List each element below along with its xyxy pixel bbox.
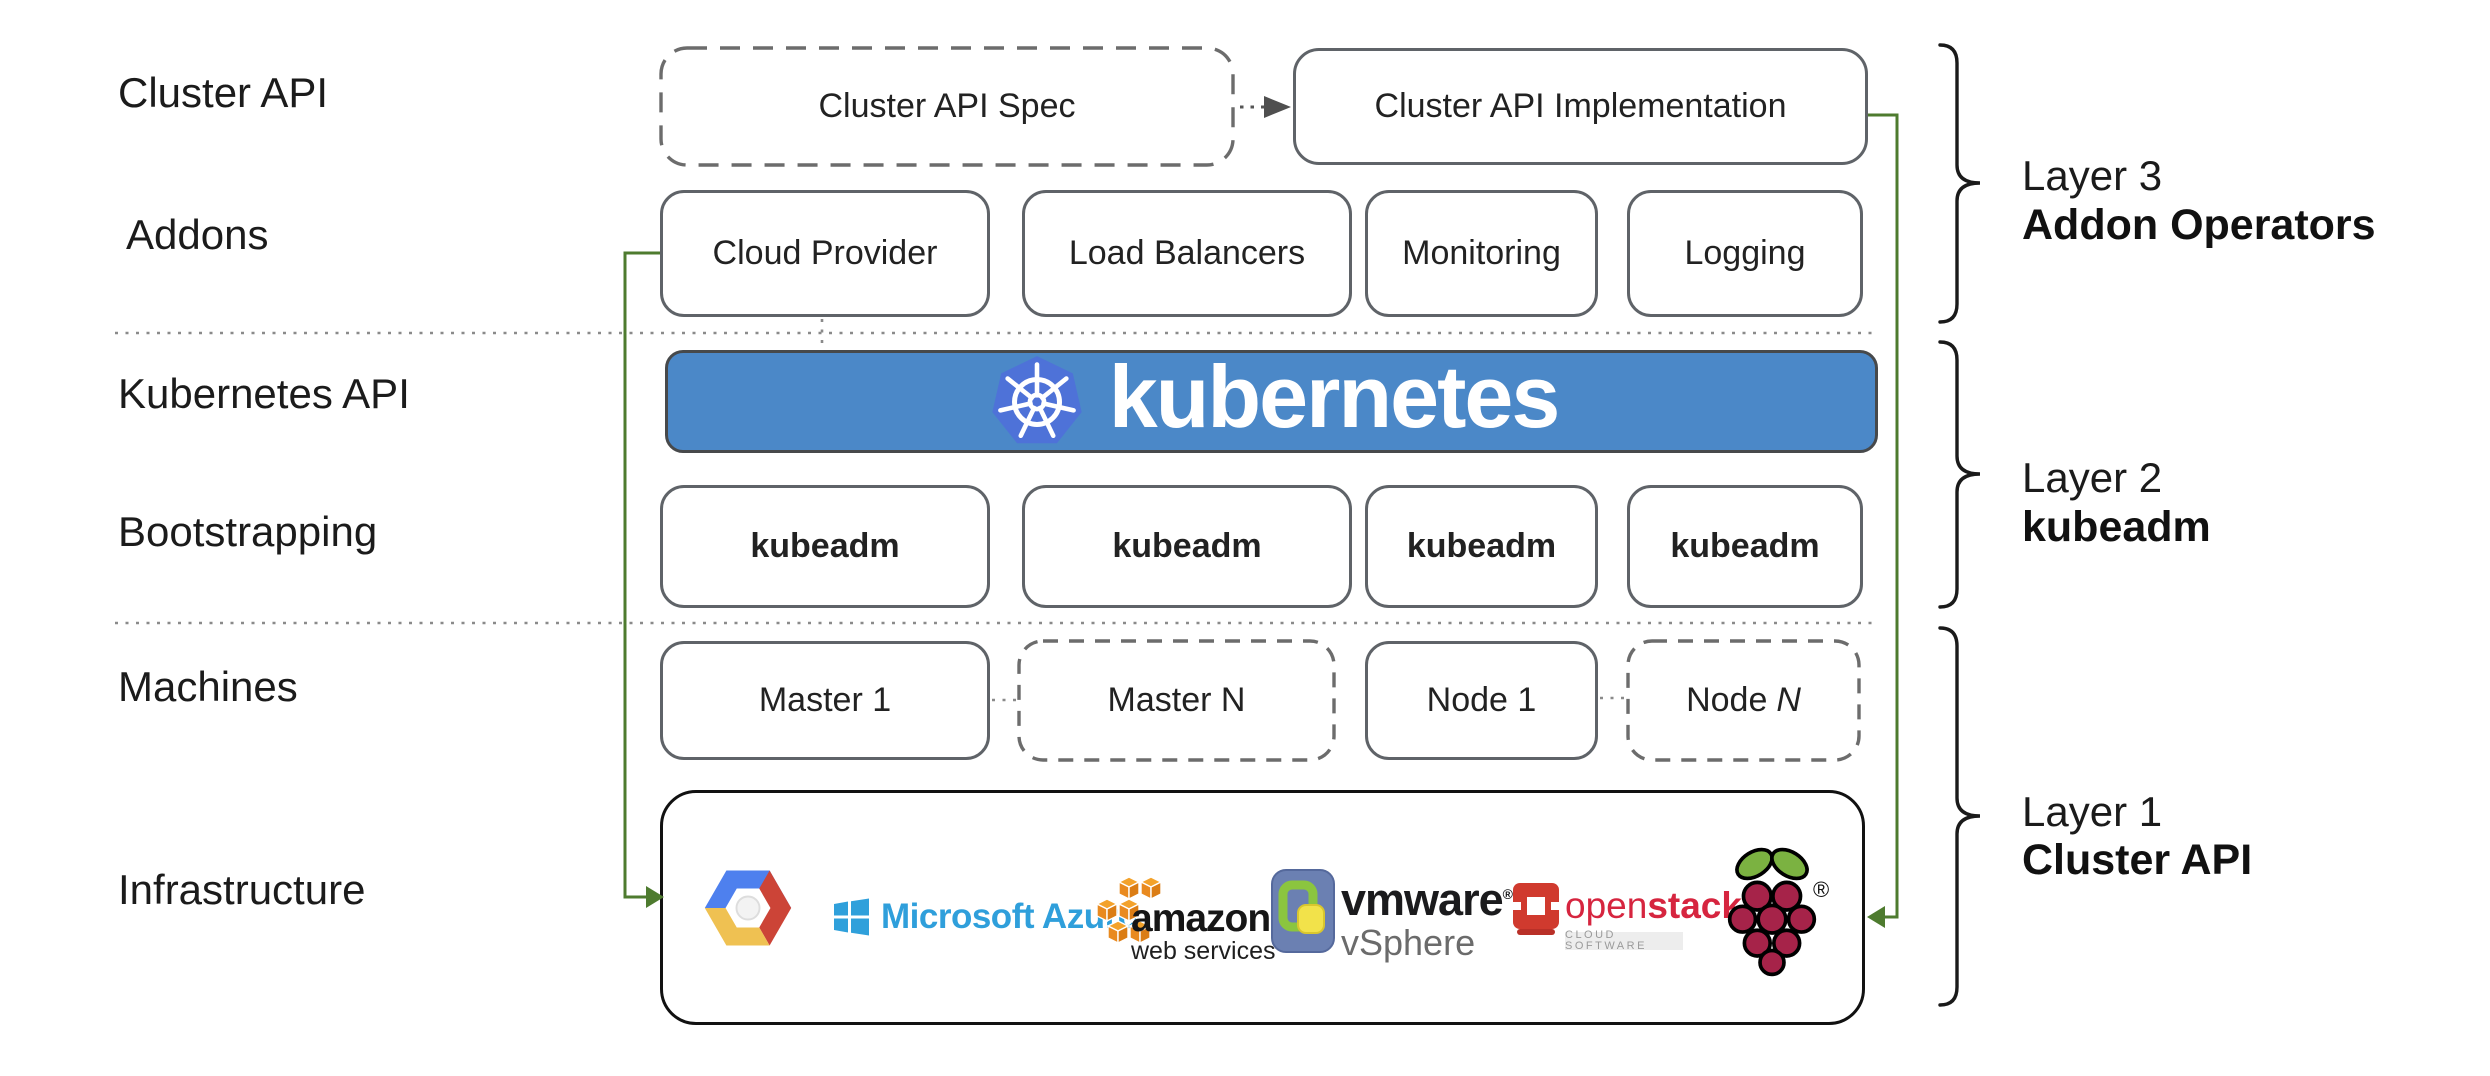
- implementation-to-infra-line: [1868, 113, 1899, 919]
- cluster-api-spec-box: Cluster API Spec: [818, 87, 1076, 125]
- addon-box-monitoring: Monitoring: [1365, 190, 1598, 317]
- layer-1-label: Layer 1: [2022, 788, 2163, 835]
- vmware-wordmark: vmware® vSphere: [1341, 874, 1513, 963]
- row-label-cluster-api: Cluster API: [118, 69, 329, 116]
- kubeadm-box-1: kubeadm: [660, 485, 990, 608]
- row-label-bootstrapping: Bootstrapping: [118, 508, 378, 555]
- microsoft-azure-logo: Microsoft Azure: [831, 897, 1137, 937]
- kubeadm-box-2: kubeadm: [1022, 485, 1352, 608]
- vmware-reg-mark: ®: [1502, 886, 1513, 902]
- layer-1-sublabel: Cluster API: [2022, 836, 2253, 884]
- microsoft-flag-icon: [834, 898, 869, 936]
- kubernetes-banner-label: kubernetes: [1108, 346, 1561, 446]
- layer-3-sublabel: Addon Operators: [2022, 201, 2376, 249]
- layer-3-brace: [1938, 43, 1981, 324]
- openstack-stack-text: stack: [1647, 885, 1742, 926]
- aws-amazon-text: amazon: [1131, 897, 1271, 940]
- machine-box-node-1: Node 1: [1365, 641, 1598, 760]
- addon-box-load-balancers: Load Balancers: [1022, 190, 1352, 317]
- aws-wordmark: amazon web services: [1131, 899, 1276, 964]
- vmware-vsphere-icon: [1271, 869, 1335, 953]
- aws-web-services-text: web services: [1131, 937, 1276, 965]
- openstack-cloud-software-text: CLOUD SOFTWARE: [1565, 930, 1683, 952]
- layer-2-sublabel: kubeadm: [2022, 503, 2211, 551]
- cluster-api-implementation-box: Cluster API Implementation: [1293, 48, 1868, 165]
- kubernetes-logo-icon: [992, 355, 1082, 443]
- node-n-label: Node: [1686, 681, 1768, 719]
- machine-box-master-n: Master N: [1107, 681, 1246, 719]
- google-cloud-icon: [704, 870, 792, 946]
- layer-1-brace: [1938, 626, 1981, 1007]
- spec-to-implementation-arrowhead: [1264, 96, 1291, 118]
- addon-box-cloud-provider: Cloud Provider: [660, 190, 990, 317]
- layer-2-label: Layer 2: [2022, 454, 2163, 501]
- kubeadm-box-4: kubeadm: [1627, 485, 1863, 608]
- raspberry-pi-reg-mark: ®: [1813, 877, 1830, 902]
- layer-2-brace: [1938, 340, 1981, 609]
- raspberry-pi-icon: [1727, 847, 1817, 977]
- row-label-kubernetes-api: Kubernetes API: [118, 370, 410, 417]
- azure-wordmark: Microsoft Azure: [881, 897, 1137, 936]
- aws-cubes-icon: [1095, 877, 1163, 945]
- layer-3-label: Layer 3: [2022, 152, 2163, 199]
- row-label-addons: Addons: [126, 211, 269, 258]
- openstack-icon: [1509, 883, 1565, 935]
- vsphere-text: vSphere: [1341, 922, 1476, 963]
- machine-box-master-1: Master 1: [660, 641, 990, 760]
- kubeadm-box-3: kubeadm: [1365, 485, 1598, 608]
- row-label-infrastructure: Infrastructure: [118, 866, 366, 913]
- infrastructure-providers-box: Microsoft Azure amazon web services vmwa…: [660, 790, 1865, 1025]
- openstack-open-text: open: [1565, 885, 1648, 926]
- cloud-provider-to-infra-line: [623, 251, 660, 899]
- vmware-text: vmware: [1341, 874, 1504, 925]
- implementation-to-infra-arrowhead: [1867, 906, 1885, 928]
- openstack-wordmark: openstack™ CLOUD SOFTWARE: [1565, 885, 1755, 952]
- node-n-italic-suffix: N: [1776, 681, 1801, 719]
- addon-box-logging: Logging: [1627, 190, 1863, 317]
- row-label-machines: Machines: [118, 663, 298, 710]
- kubernetes-banner: kubernetes: [665, 350, 1878, 453]
